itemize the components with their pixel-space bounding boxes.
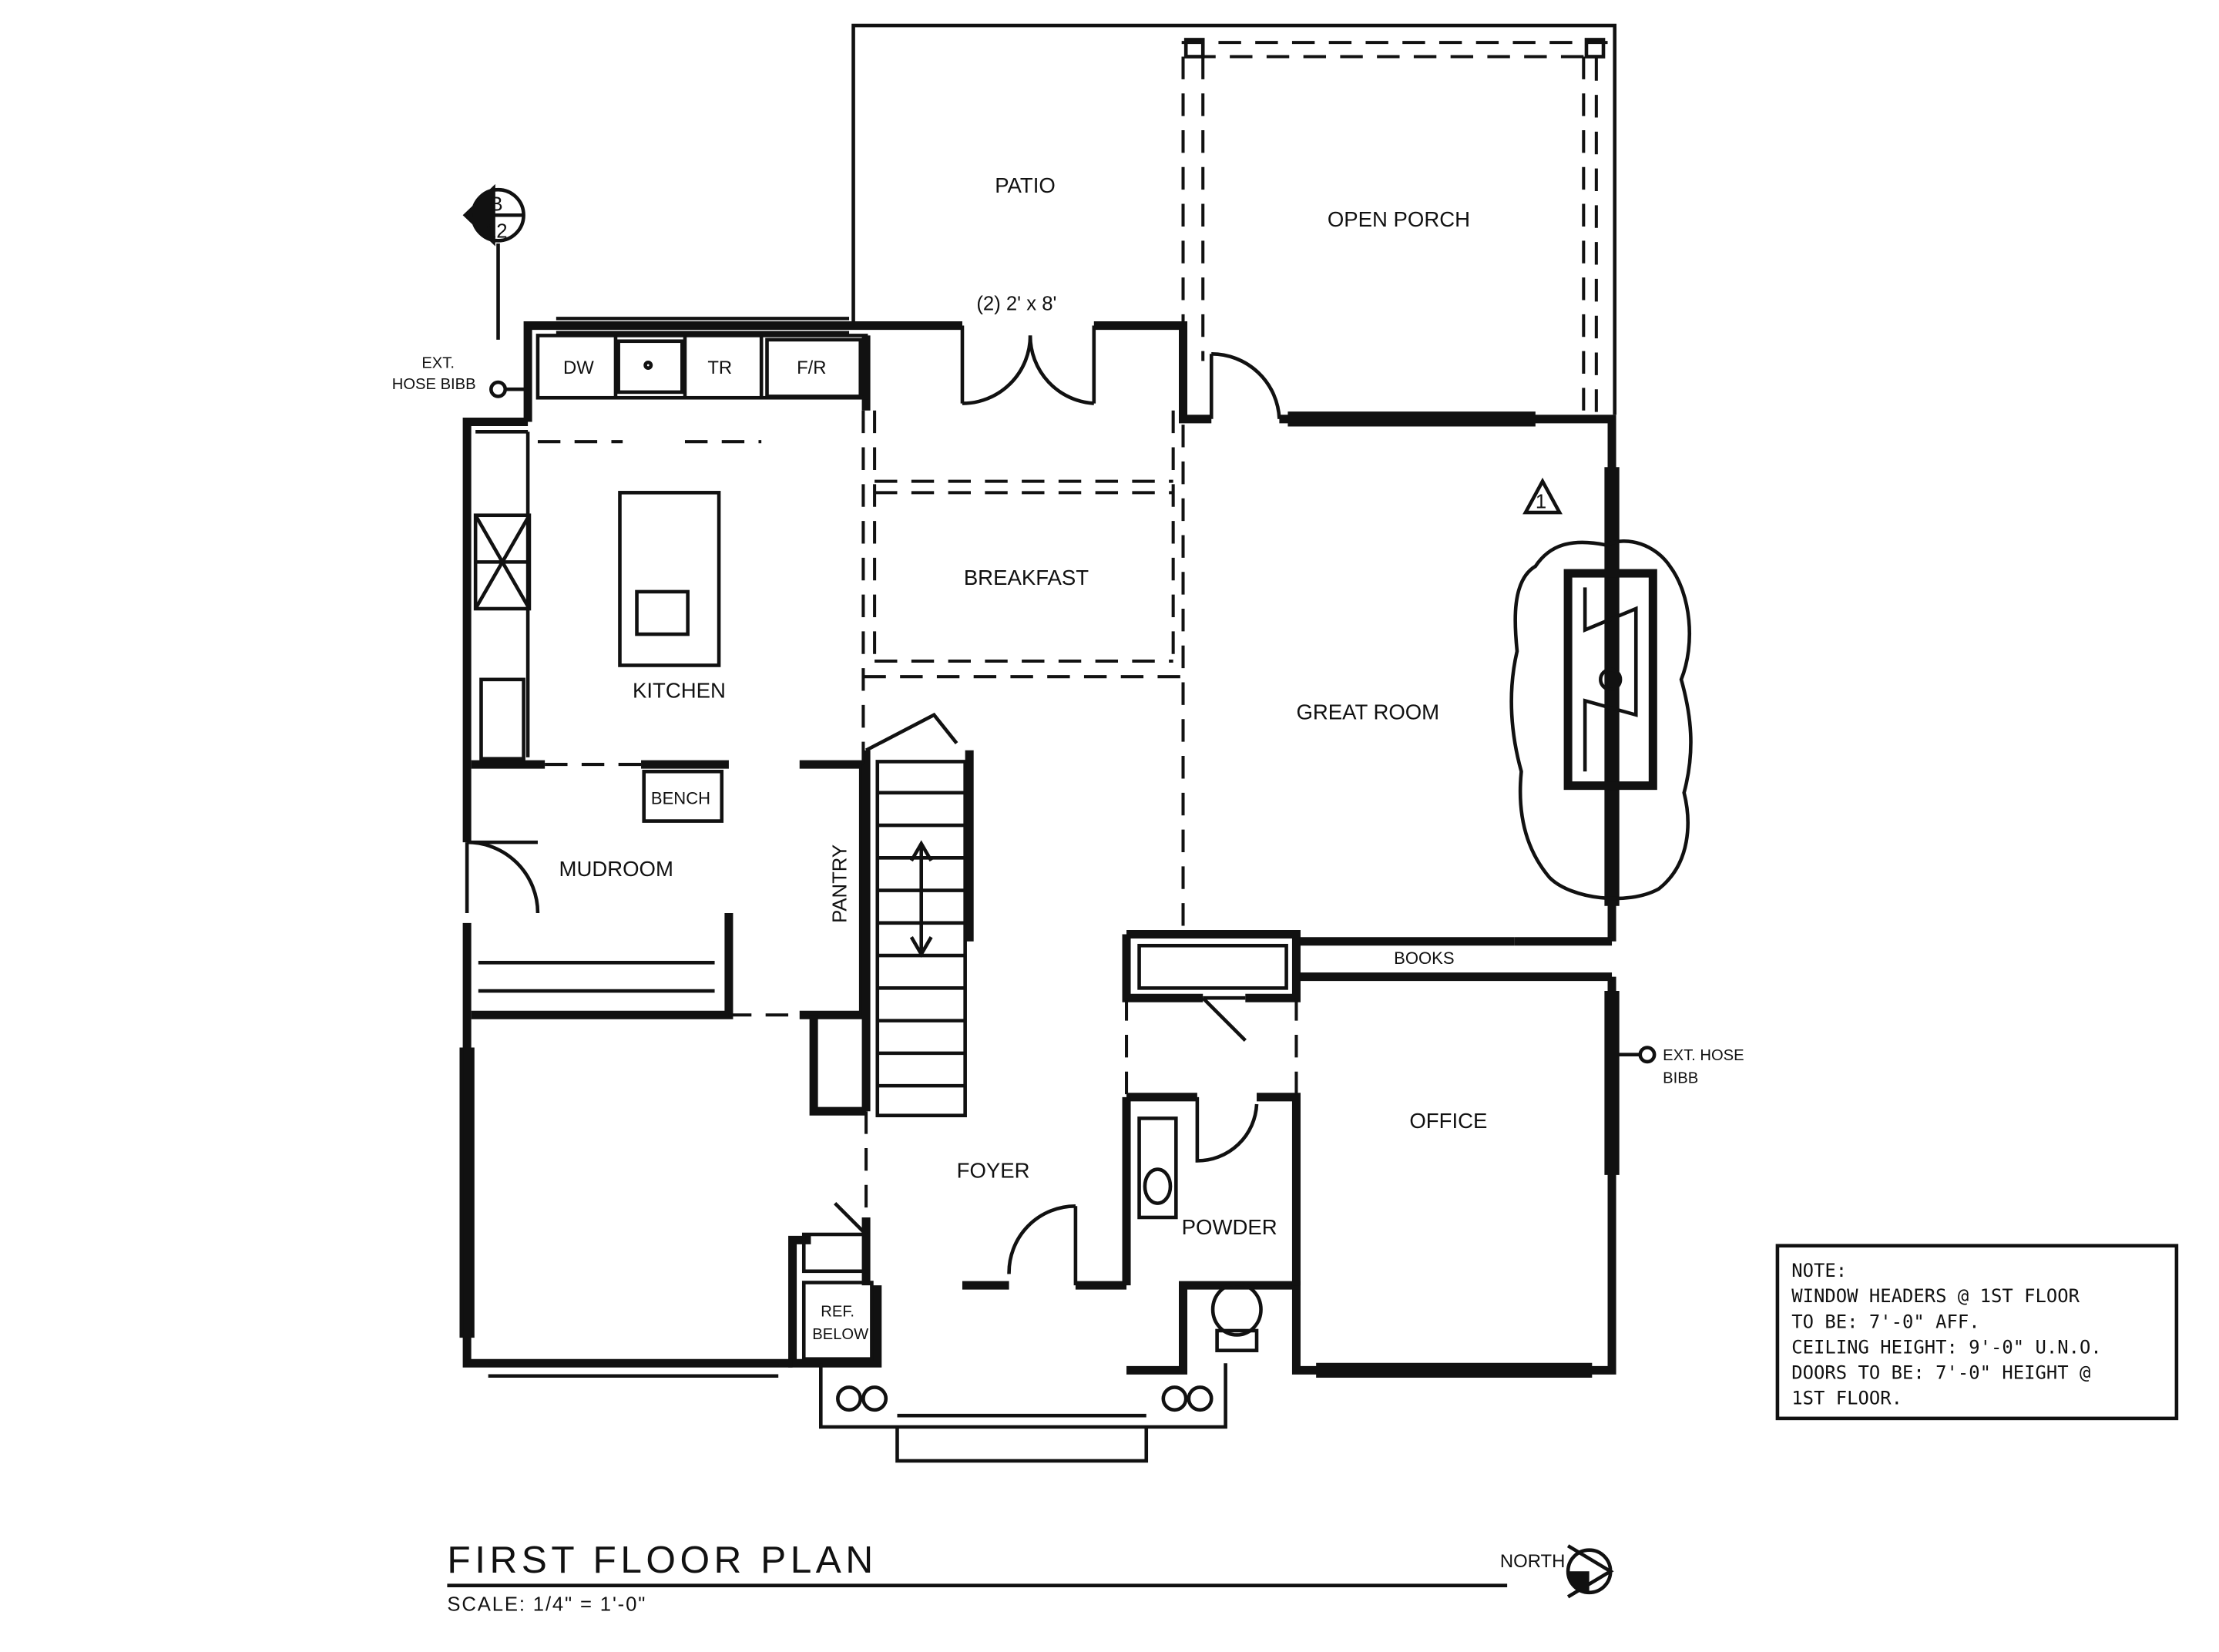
room-open-porch: OPEN PORCH <box>1328 207 1470 231</box>
hose-bibb-left-line1: EXT. <box>421 355 455 372</box>
room-great-room: GREAT ROOM <box>1296 700 1439 724</box>
room-office: OFFICE <box>1409 1109 1487 1133</box>
door-spec-label: (2) 2' x 8' <box>976 293 1056 314</box>
windows <box>459 317 1620 1378</box>
patio-area <box>851 23 1617 415</box>
kitchen-cabinets <box>473 334 868 761</box>
north-arrow-icon: NORTH <box>1500 1544 1614 1599</box>
note-heading: NOTE: <box>1791 1260 1847 1281</box>
hose-bibb-right <box>1617 1046 1657 1064</box>
hose-bibb-left <box>489 380 529 398</box>
hose-bibb-right-line1: EXT. HOSE <box>1663 1047 1744 1064</box>
room-patio: PATIO <box>995 173 1056 197</box>
note-line-5: 1ST FLOOR. <box>1791 1387 1902 1409</box>
stairs <box>875 760 967 1118</box>
note-box: NOTE: WINDOW HEADERS @ 1ST FLOOR TO BE: … <box>1775 1244 2179 1421</box>
section-marker-top: B <box>490 194 503 216</box>
ref-closet <box>801 1201 874 1361</box>
fr-label: F/R <box>797 358 826 378</box>
hose-bibb-right-line2: BIBB <box>1663 1069 1698 1086</box>
revision-triangle: 1 <box>1522 477 1563 515</box>
drawing-title: FIRST FLOOR PLAN <box>447 1538 877 1581</box>
room-breakfast: BREAKFAST <box>964 566 1089 589</box>
section-marker-bottom: 12 <box>485 221 508 243</box>
powder-fixtures <box>1137 1116 1263 1352</box>
note-line-4: DOORS TO BE: 7'-0" HEIGHT @ <box>1791 1362 2090 1383</box>
north-label: NORTH <box>1500 1551 1565 1572</box>
note-line-1: WINDOW HEADERS @ 1ST FLOOR <box>1791 1285 2080 1307</box>
hose-bibb-left-line2: HOSE BIBB <box>392 376 476 393</box>
note-line-2: TO BE: 7'-0" AFF. <box>1791 1311 1979 1332</box>
entry-steps <box>819 1363 1227 1463</box>
below-label: BELOW <box>812 1326 868 1343</box>
ref-label: REF. <box>821 1304 854 1321</box>
section-marker: B 12 <box>462 183 525 340</box>
fireplace <box>1509 539 1693 901</box>
revision-tag: 1 <box>1536 492 1546 513</box>
drawing-scale: SCALE: 1/4" = 1'-0" <box>447 1594 646 1616</box>
room-powder: POWDER <box>1182 1215 1277 1239</box>
room-pantry: PANTRY <box>829 844 851 923</box>
doors <box>465 325 1281 1286</box>
note-line-3: CEILING HEIGHT: 9'-0" U.N.O. <box>1791 1336 2101 1358</box>
bench-label: BENCH <box>651 789 710 808</box>
room-mudroom: MUDROOM <box>559 857 673 881</box>
room-kitchen: KITCHEN <box>633 679 726 703</box>
tr-label: TR <box>707 358 732 378</box>
built-ins <box>478 769 1288 993</box>
room-foyer: FOYER <box>957 1159 1030 1183</box>
dw-label: DW <box>563 358 594 378</box>
books-label: BOOKS <box>1394 949 1454 968</box>
ceiling-dashed-lines <box>545 410 1298 1217</box>
